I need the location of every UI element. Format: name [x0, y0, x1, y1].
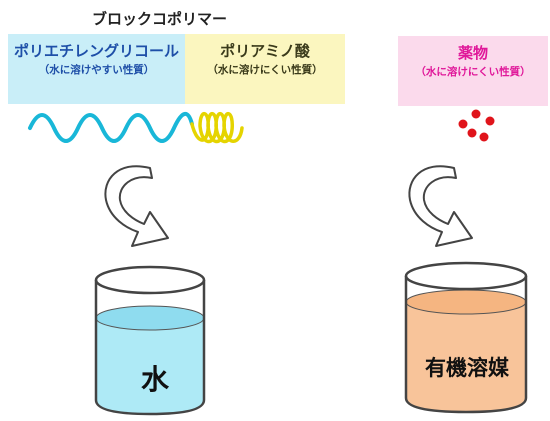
polyamino-acid-segment-box: ポリアミノ酸 （水に溶けにくい性質）	[185, 34, 345, 104]
curved-arrow-icon	[408, 165, 473, 247]
polyamino-acid-coil	[190, 112, 244, 144]
drug-dots	[458, 109, 495, 142]
drug-box: 薬物 （水に溶けにくい性質）	[398, 36, 548, 106]
peg-wave	[28, 112, 194, 143]
drug-dot	[485, 116, 495, 126]
drug-note: （水に溶けにくい性質）	[415, 66, 531, 78]
drug-dot	[471, 109, 481, 119]
drug-name: 薬物	[457, 44, 488, 62]
polyamino-acid-note: （水に溶けにくい性質）	[207, 64, 323, 76]
drug-dot	[467, 128, 477, 138]
drug-dot	[458, 119, 468, 129]
beaker-icon	[404, 261, 528, 414]
peg-name: ポリエチレングリコール	[14, 42, 180, 60]
peg-segment-box: ポリエチレングリコール （水に溶けやすい性質）	[8, 34, 185, 104]
curved-arrow-icon	[104, 165, 169, 247]
water-label: 水	[140, 363, 169, 396]
drug-dot	[479, 132, 489, 142]
block-copolymer-title: ブロックコポリマー	[92, 10, 228, 28]
peg-note: （水に溶けやすい性質）	[38, 64, 155, 76]
polyamino-acid-name: ポリアミノ酸	[220, 42, 310, 60]
beaker-icon	[94, 265, 206, 416]
organic-solvent-label: 有機溶媒	[425, 356, 509, 380]
